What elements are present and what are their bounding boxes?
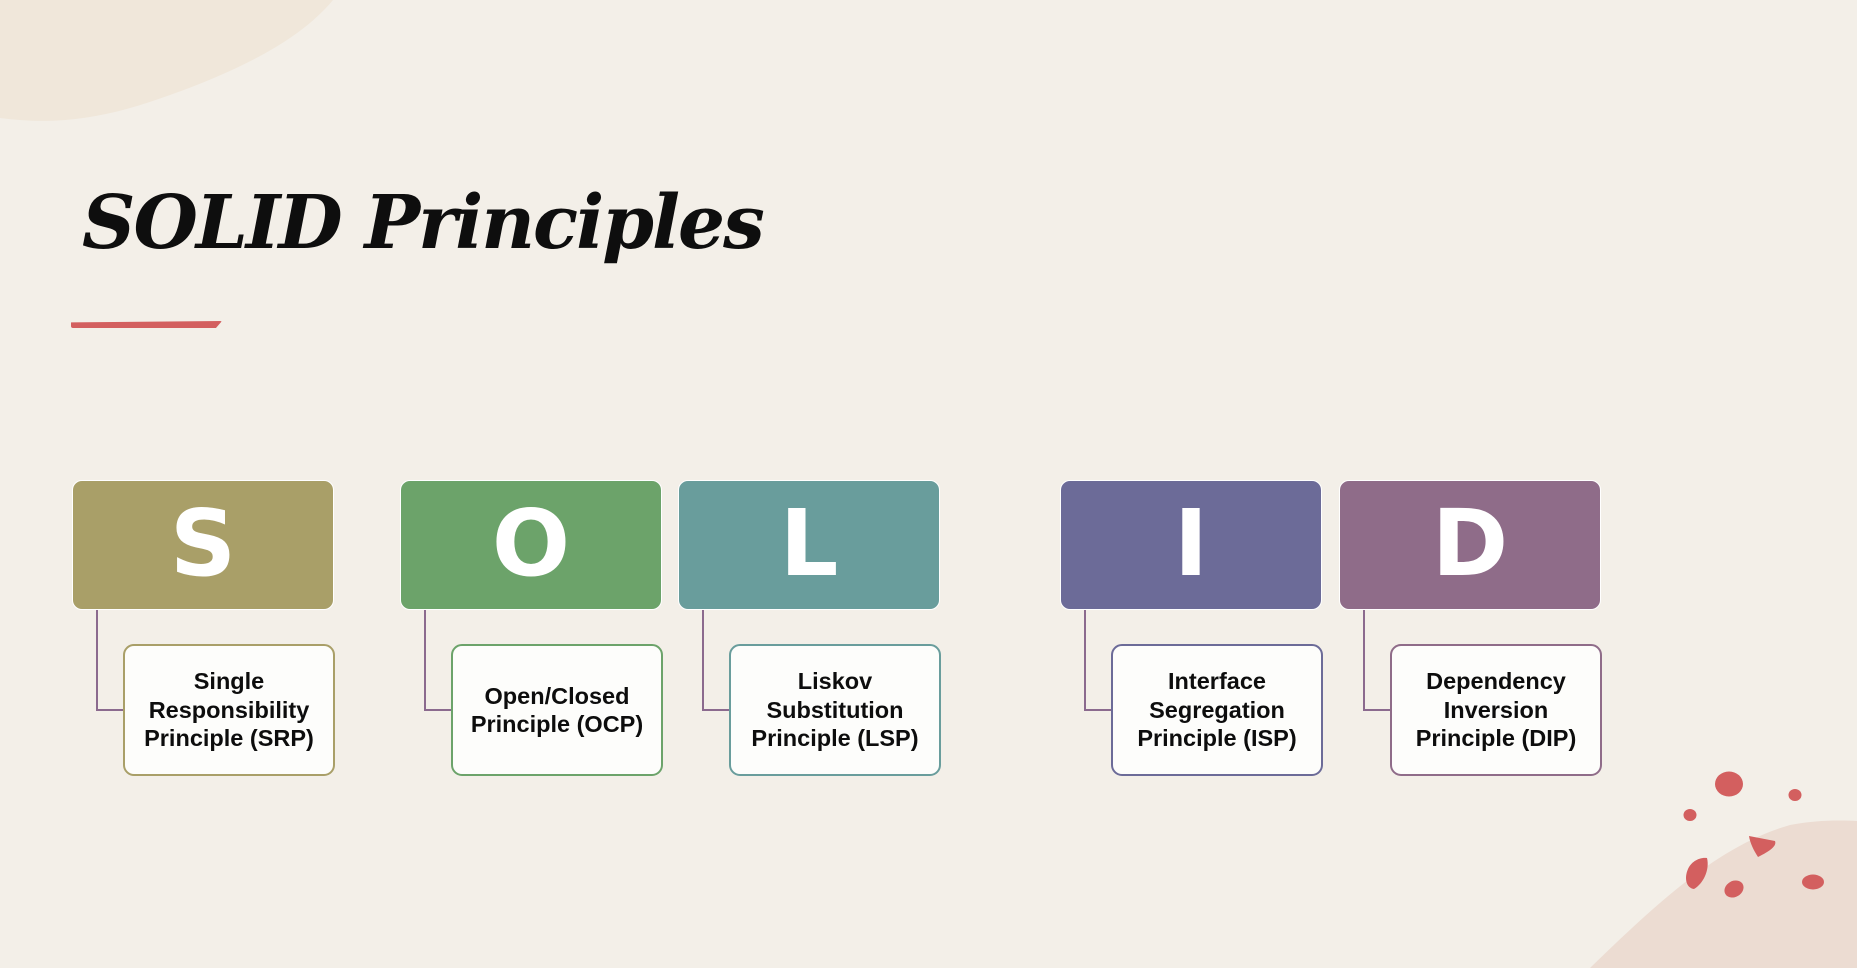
principle-name: Liskov Substitution Principle (LSP) <box>751 668 919 752</box>
connector-line <box>96 610 98 710</box>
bottom-right-wave-shape <box>1590 820 1857 968</box>
principle-letter: S <box>169 490 237 597</box>
principle-description-box: Dependency Inversion Principle (DIP) <box>1390 644 1602 776</box>
principle-letter: I <box>1173 490 1209 597</box>
connector-line <box>1084 610 1086 710</box>
top-left-blob-shape <box>0 0 333 121</box>
connector-line <box>1363 610 1365 710</box>
connector-line <box>1084 709 1112 711</box>
principle-description-box: Open/Closed Principle (OCP) <box>451 644 663 776</box>
page-title: SOLID Principles <box>82 180 765 266</box>
principle-card-lsp: L Liskov Substitution Principle (LSP) <box>678 480 942 780</box>
connector-line <box>702 709 730 711</box>
principle-letter: D <box>1431 490 1509 597</box>
letter-box: S <box>72 480 334 610</box>
title-underline <box>71 321 222 328</box>
principle-card-dip: D Dependency Inversion Principle (DIP) <box>1339 480 1603 780</box>
connector-line <box>1363 709 1391 711</box>
principle-name: Interface Segregation Principle (ISP) <box>1137 668 1297 752</box>
principle-description-box: Liskov Substitution Principle (LSP) <box>729 644 941 776</box>
principle-card-srp: S Single Responsibility Principle (SRP) <box>72 480 336 780</box>
principle-description-box: Interface Segregation Principle (ISP) <box>1111 644 1323 776</box>
connector-line <box>702 610 704 710</box>
principle-card-ocp: O Open/Closed Principle (OCP) <box>400 480 664 780</box>
principle-letter: O <box>491 490 571 597</box>
principle-card-isp: I Interface Segregation Principle (ISP) <box>1060 480 1324 780</box>
connector-line <box>96 709 124 711</box>
letter-box: O <box>400 480 662 610</box>
scattered-dots <box>1683 771 1824 898</box>
connector-line <box>424 709 452 711</box>
letter-box: I <box>1060 480 1322 610</box>
letter-box: D <box>1339 480 1601 610</box>
principle-name: Single Responsibility Principle (SRP) <box>144 668 314 752</box>
principle-name: Open/Closed Principle (OCP) <box>470 682 644 738</box>
principle-letter: L <box>779 490 839 597</box>
principle-name: Dependency Inversion Principle (DIP) <box>1415 668 1577 752</box>
principle-description-box: Single Responsibility Principle (SRP) <box>123 644 335 776</box>
connector-line <box>424 610 426 710</box>
letter-box: L <box>678 480 940 610</box>
